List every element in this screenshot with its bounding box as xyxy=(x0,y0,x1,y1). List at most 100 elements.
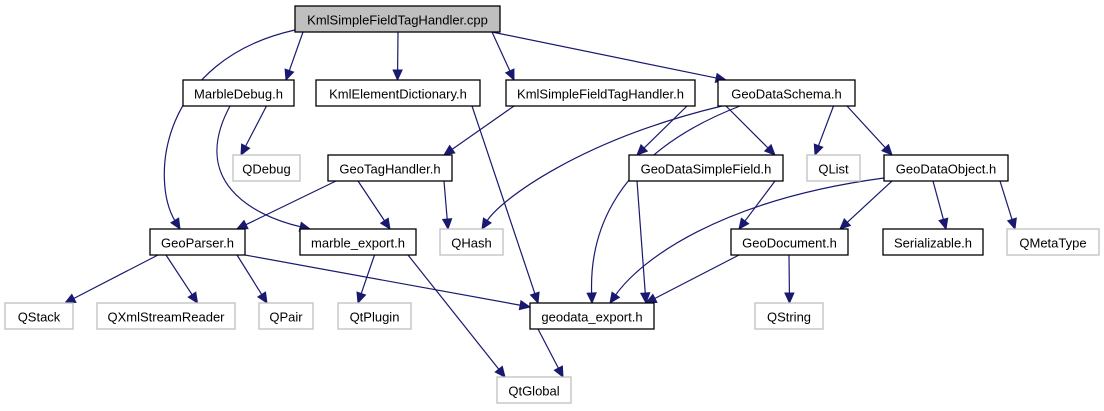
node-kmlsfth[interactable]: KmlSimpleFieldTagHandler.h xyxy=(505,79,696,107)
edge-root-to-kmlelemdict xyxy=(392,31,403,82)
node-box[interactable] xyxy=(299,228,417,256)
edge-kmlsfth-to-geodatasimplefield xyxy=(636,105,688,156)
arrowhead-icon xyxy=(636,143,649,156)
node-geoparser[interactable]: GeoParser.h xyxy=(149,228,246,256)
node-label: QList xyxy=(818,162,849,177)
edge-geodocument-to-geodataexport xyxy=(644,254,740,304)
arrowhead-icon xyxy=(784,292,795,305)
node-box xyxy=(806,154,861,182)
arrowhead-icon xyxy=(443,144,456,156)
edge-line xyxy=(165,254,194,296)
node-label: QPair xyxy=(269,310,303,325)
edge-line xyxy=(471,105,536,295)
node-qdebug: QDebug xyxy=(232,154,301,182)
node-box xyxy=(439,228,504,256)
node-box[interactable] xyxy=(294,5,501,33)
arrowhead-icon xyxy=(1006,217,1017,231)
node-box[interactable] xyxy=(882,228,984,256)
arrowhead-icon xyxy=(379,217,391,231)
node-geodataobject[interactable]: GeoDataObject.h xyxy=(883,154,1009,182)
arrowhead-icon xyxy=(609,291,621,304)
node-marbleexport[interactable]: marble_export.h xyxy=(299,228,417,256)
arrowhead-icon xyxy=(529,291,540,305)
nodes-layer: KmlSimpleFieldTagHandler.cppMarbleDebug.… xyxy=(4,5,1100,404)
edge-kmlelemdict-to-geodataexport xyxy=(471,105,540,305)
arrowhead-icon xyxy=(938,217,949,231)
edge-geodataobject-to-qmetatype xyxy=(999,180,1017,231)
edge-geodataschema-to-geodatasimplefield xyxy=(725,105,776,156)
node-geodocument[interactable]: GeoDocument.h xyxy=(730,228,849,256)
node-serializable[interactable]: Serializable.h xyxy=(882,228,984,256)
arrowhead-icon xyxy=(441,218,453,231)
node-box[interactable] xyxy=(315,79,481,107)
node-box[interactable] xyxy=(182,79,295,107)
node-box[interactable] xyxy=(327,154,453,182)
arrowhead-icon xyxy=(738,217,750,230)
arrowhead-icon xyxy=(839,218,852,230)
edge-line xyxy=(999,180,1013,221)
node-label: marble_export.h xyxy=(311,236,405,251)
node-root[interactable]: KmlSimpleFieldTagHandler.cpp xyxy=(294,5,501,33)
node-box[interactable] xyxy=(717,79,856,107)
edge-geodatasimplefield-to-geodataexport xyxy=(636,180,651,305)
edge-line xyxy=(244,254,522,306)
node-label: KmlSimpleFieldTagHandler.cpp xyxy=(307,13,488,28)
node-geotaghandler[interactable]: GeoTagHandler.h xyxy=(327,154,453,182)
arrowhead-icon xyxy=(586,292,597,305)
node-qtglobal: QtGlobal xyxy=(496,376,572,404)
node-box xyxy=(258,302,314,330)
node-box[interactable] xyxy=(628,154,784,182)
edge-geodataobject-to-serializable xyxy=(932,180,949,231)
node-geodatasimplefield[interactable]: GeoDataSimpleField.h xyxy=(628,154,784,182)
edge-geodataschema-to-qlist xyxy=(813,105,835,157)
node-box[interactable] xyxy=(883,154,1009,182)
arrowhead-icon xyxy=(481,217,493,231)
node-box[interactable] xyxy=(529,302,655,330)
node-label: GeoTagHandler.h xyxy=(339,162,440,177)
arrowhead-icon xyxy=(494,365,506,378)
edge-geotaghandler-to-qhash xyxy=(441,180,453,231)
edge-line xyxy=(643,105,688,150)
edge-line xyxy=(244,105,268,148)
node-geodataschema[interactable]: GeoDataSchema.h xyxy=(717,79,856,107)
node-label: QMetaType xyxy=(1019,236,1086,251)
edge-geodataschema-to-geodataexport xyxy=(586,105,741,305)
arrowhead-icon xyxy=(256,291,268,305)
edge-geoparser-to-qxmlstreamreader xyxy=(165,254,199,305)
edge-line xyxy=(537,328,560,370)
arrowhead-icon xyxy=(235,219,249,230)
edge-line xyxy=(590,105,741,295)
arrowhead-icon xyxy=(553,365,564,379)
arrowhead-icon xyxy=(356,291,367,305)
node-qpair: QPair xyxy=(258,302,314,330)
node-label: QtGlobal xyxy=(508,384,559,399)
edge-geoparser-to-geodataexport xyxy=(244,254,532,311)
node-qtplugin: QtPlugin xyxy=(337,302,412,330)
node-box xyxy=(232,154,301,182)
node-marbledebug[interactable]: MarbleDebug.h xyxy=(182,79,295,107)
arrowhead-icon xyxy=(187,291,199,305)
node-qhash: QHash xyxy=(439,228,504,256)
edge-line xyxy=(72,254,159,300)
edge-line xyxy=(443,180,448,221)
edge-root-to-kmlsfth xyxy=(491,31,515,82)
node-kmlelemdict[interactable]: KmlElementDictionary.h xyxy=(315,79,481,107)
arrowhead-icon xyxy=(504,68,515,82)
node-box[interactable] xyxy=(505,79,696,107)
node-geodataexport[interactable]: geodata_export.h xyxy=(529,302,655,330)
node-box[interactable] xyxy=(149,228,246,256)
edge-line xyxy=(725,105,770,150)
edge-geotaghandler-to-geoparser xyxy=(235,180,337,230)
node-label: QXmlStreamReader xyxy=(107,310,225,325)
edge-line xyxy=(846,180,893,224)
node-box xyxy=(96,302,236,330)
edge-root-to-geoparser xyxy=(163,29,296,231)
node-label: GeoDocument.h xyxy=(742,236,837,251)
node-box[interactable] xyxy=(730,228,849,256)
node-box xyxy=(496,376,572,404)
node-box xyxy=(754,302,824,330)
node-box xyxy=(1006,228,1100,256)
edge-geoparser-to-qpair xyxy=(236,254,268,305)
edge-line xyxy=(407,254,500,371)
